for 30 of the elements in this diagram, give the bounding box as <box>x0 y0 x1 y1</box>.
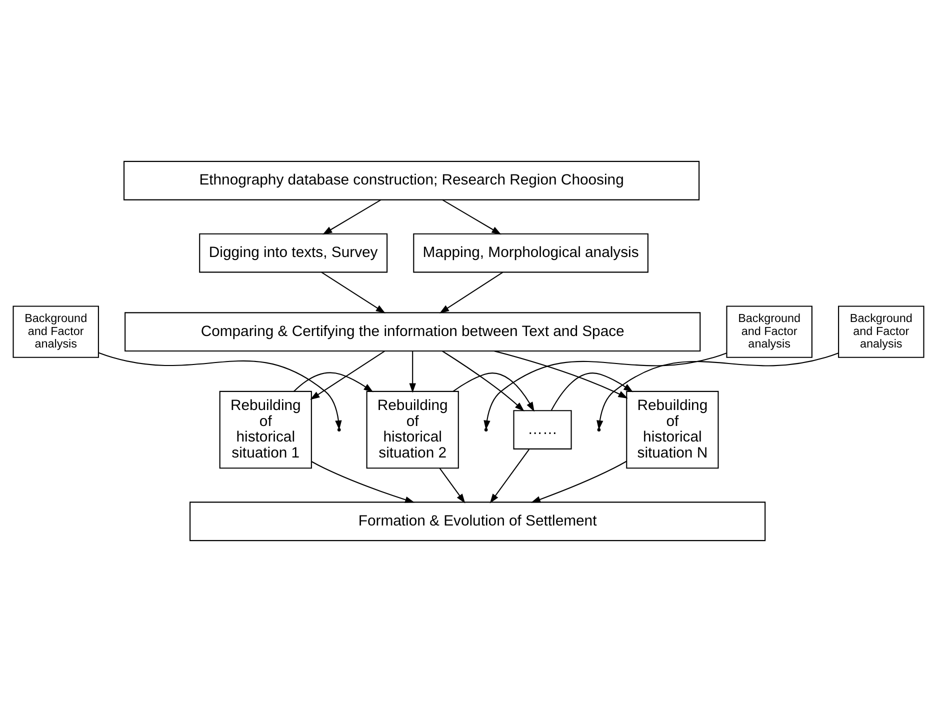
node-box: Background and Factor analysis <box>12 306 98 358</box>
node-box: Digging into texts, Survey <box>198 233 388 273</box>
arrow <box>550 372 633 411</box>
node-box: Mapping, Morphological analysis <box>412 233 648 273</box>
arrow <box>310 461 414 503</box>
node-box: Comparing & Certifying the information between Text and Space <box>124 312 700 352</box>
arrow <box>438 468 465 504</box>
arrow <box>596 352 838 430</box>
arrow <box>530 460 626 503</box>
arrow <box>442 350 524 412</box>
node-box: Ethnography database construction; Research Region Choosing <box>122 160 700 200</box>
arrow <box>408 351 416 393</box>
node-box: Formation & Evolution of Settlement <box>189 502 766 542</box>
node-box: Background and Factor analysis <box>726 306 812 358</box>
arrow <box>483 352 726 430</box>
arrow <box>442 200 501 235</box>
arrow <box>489 449 529 504</box>
arrow <box>438 272 503 314</box>
node-box: Rebuilding of historical situation N <box>626 390 718 469</box>
node-box: Rebuilding of historical situation 2 <box>366 390 458 469</box>
arrow <box>293 372 373 392</box>
node-box: Rebuilding of historical situation 1 <box>218 390 312 469</box>
arrow <box>310 350 384 400</box>
arrow <box>452 372 534 412</box>
arrow <box>494 350 628 399</box>
node-box: …… <box>512 410 572 450</box>
arrow <box>322 200 381 235</box>
arrow <box>320 272 385 314</box>
node-box: Background and Factor analysis <box>838 306 924 358</box>
arrow <box>98 352 342 430</box>
